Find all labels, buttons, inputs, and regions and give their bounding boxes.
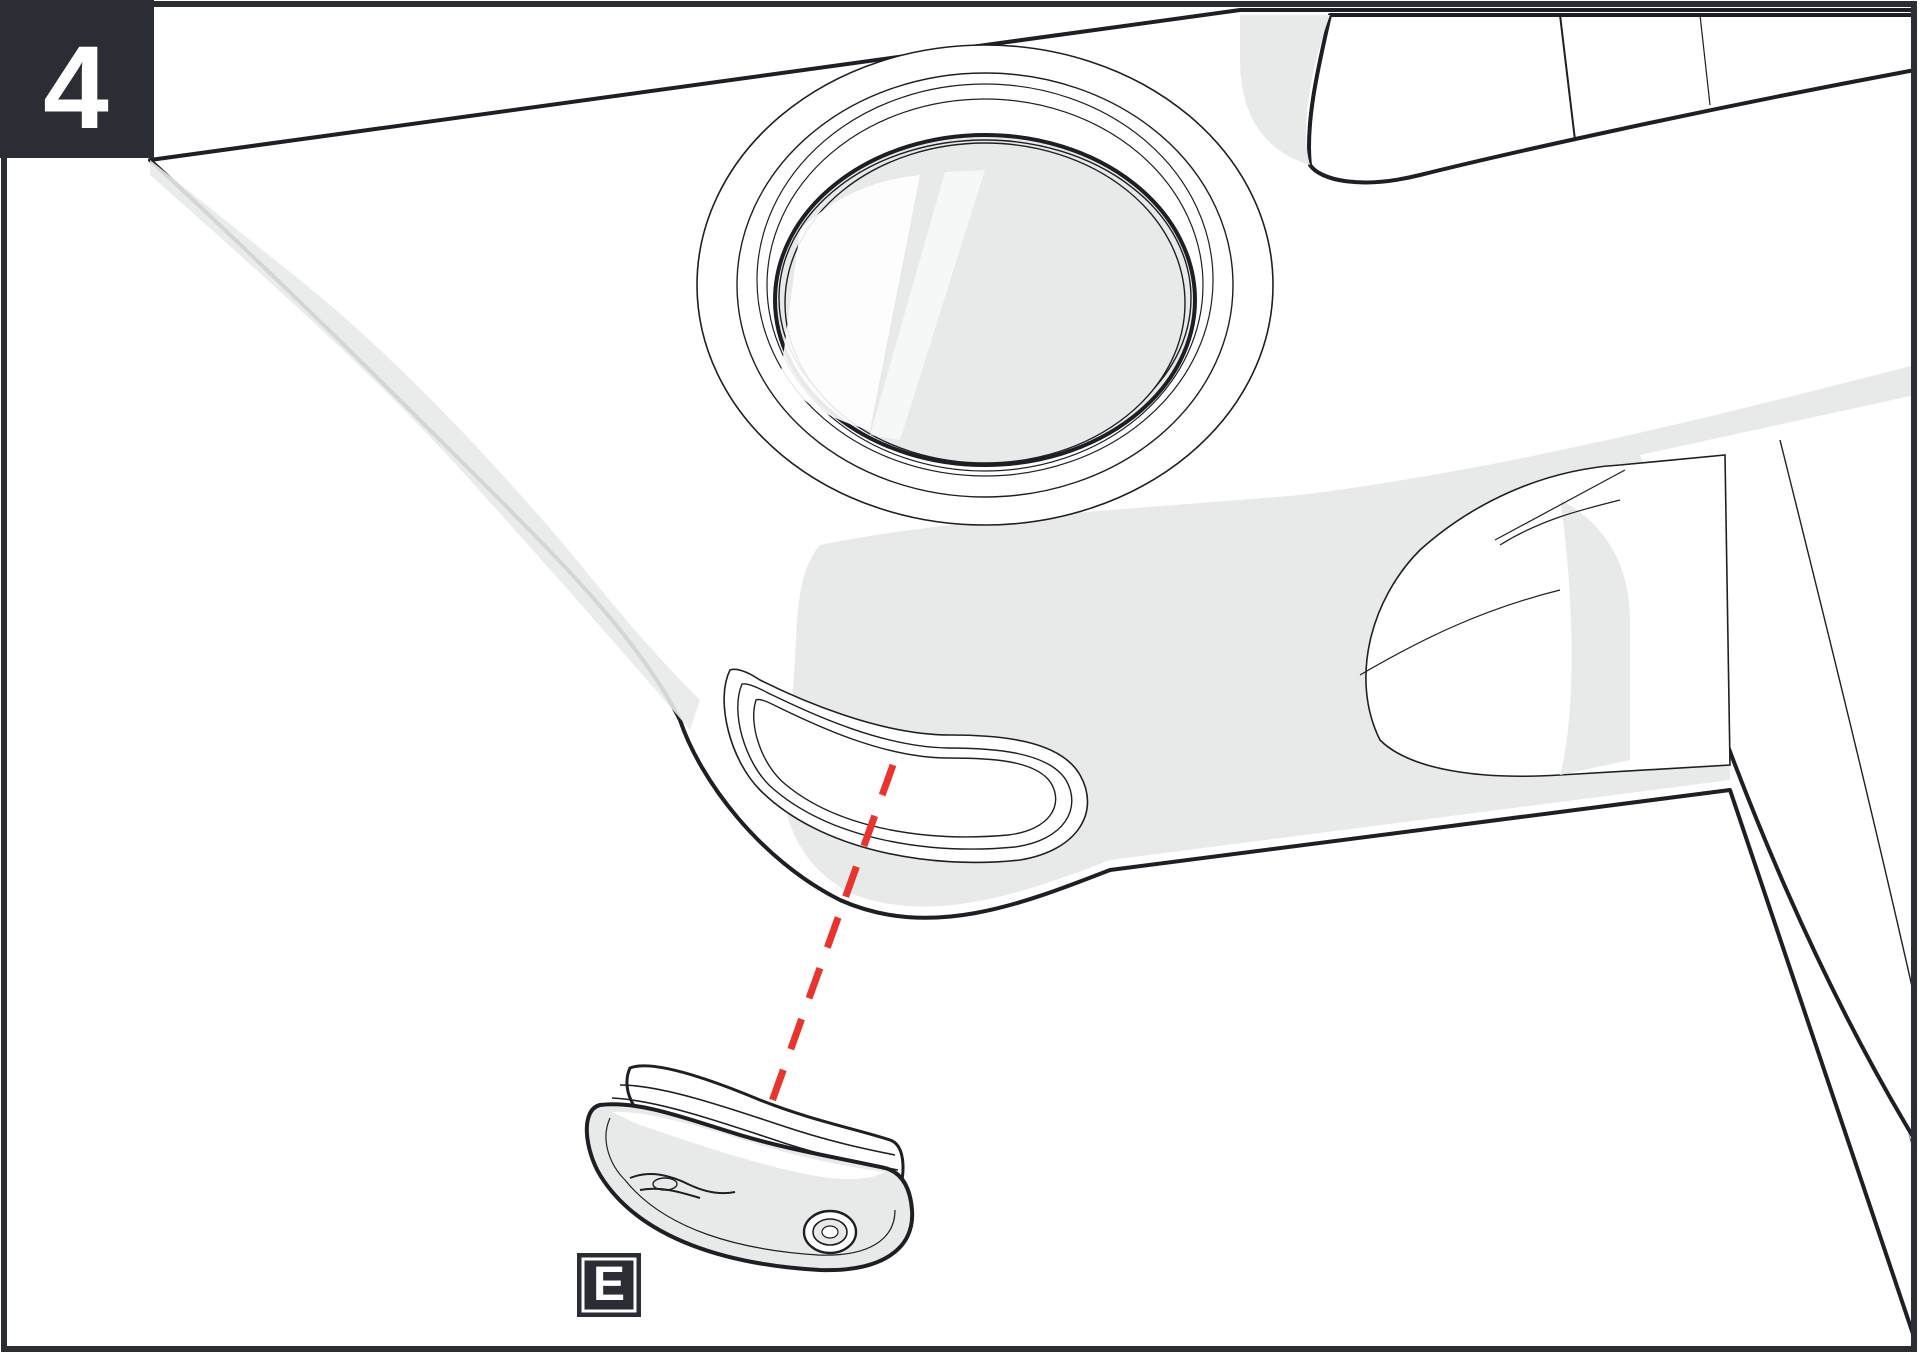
upper-tube-shading	[1240, 15, 1330, 165]
tube-seam-line	[1559, 14, 1576, 141]
part-label-badge: E	[577, 1253, 641, 1317]
bottom-bracket-shell	[696, 44, 1274, 526]
opening-contour-2	[1499, 499, 1621, 546]
cover-logo-mark	[629, 1173, 736, 1199]
dashed-guide-line-icon	[762, 763, 897, 1120]
step-number-badge: 4	[0, 0, 154, 158]
step-number-text: 4	[43, 22, 109, 154]
side-opening	[1365, 454, 1731, 778]
cover-screw-hole	[802, 1209, 858, 1255]
side-opening-shade	[1560, 500, 1630, 775]
frame-cable-port	[723, 668, 1089, 864]
bike-frame-bottom-bracket-icon	[148, 8, 1917, 1342]
frame-port-cover-icon	[584, 1064, 915, 1273]
opening-edge	[1494, 469, 1626, 541]
part-label-text: E	[593, 1258, 625, 1311]
chainstay-inner-line	[1779, 439, 1916, 1001]
opening-contour	[1359, 589, 1561, 676]
tube-seam-line-thin	[1699, 14, 1711, 106]
upper-tube-cutout	[1307, 13, 1917, 185]
down-tube-shading	[150, 160, 700, 730]
